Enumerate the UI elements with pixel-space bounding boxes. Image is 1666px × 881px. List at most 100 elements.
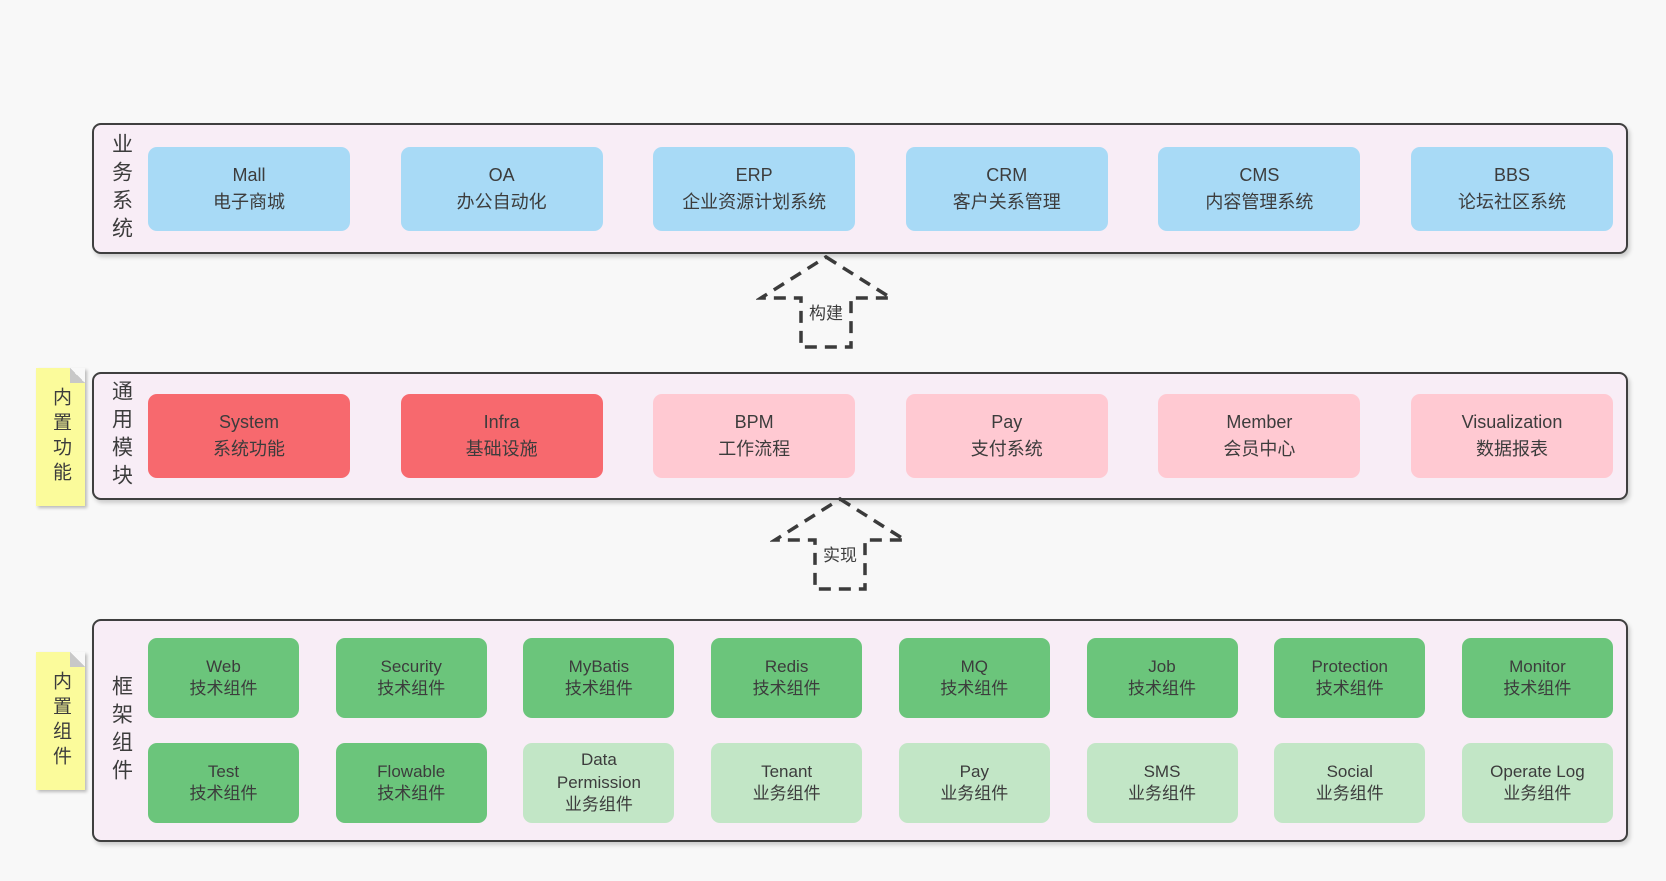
box-oa: OA 办公自动化 [400, 146, 603, 231]
box-subtitle: 企业资源计划系统 [682, 191, 827, 212]
arrow-implement: 实现 [770, 496, 910, 592]
box-title: Protection [1311, 656, 1388, 676]
arrow-build-label: 构建 [806, 298, 846, 325]
sticky-text: 内置组件 [50, 671, 71, 771]
box-mall: Mall 电子商城 [148, 146, 350, 231]
box-subtitle: 技术组件 [189, 679, 258, 698]
box-title: Social [1326, 761, 1373, 781]
box-redis: Redis 技术组件 [711, 638, 863, 718]
box-subtitle: 业务组件 [1503, 784, 1572, 803]
layer-label-business: 业务系统 [94, 125, 148, 252]
layer-label-text: 业务系统 [109, 132, 133, 245]
box-subtitle: 基础设施 [465, 439, 538, 459]
box-subtitle: 技术组件 [1128, 679, 1197, 698]
box-subtitle: 电子商城 [213, 191, 285, 212]
box-title: MQ [960, 656, 988, 676]
box-flowable: Flowable 技术组件 [335, 743, 487, 823]
box-title: Redis [764, 656, 809, 676]
box-subtitle: 支付系统 [970, 439, 1043, 459]
sticky-built-in-components: 内置组件 [36, 652, 85, 790]
box-subtitle: 技术组件 [1315, 679, 1384, 698]
box-subtitle: 技术组件 [752, 679, 821, 698]
box-title: BPM [734, 412, 774, 432]
box-title: SMS [1143, 761, 1181, 781]
box-title: Pay [959, 761, 989, 781]
layer-label-text: 通用模块 [109, 380, 133, 492]
box-bpm: BPM 工作流程 [653, 394, 856, 478]
box-subtitle: 业务组件 [564, 795, 633, 815]
box-job: Job 技术组件 [1086, 638, 1238, 718]
box-visualization: Visualization 数据报表 [1410, 394, 1613, 478]
dashed-up-arrow-icon [770, 496, 910, 591]
box-security: Security 技术组件 [335, 638, 487, 718]
box-subtitle: 业务组件 [940, 784, 1009, 803]
box-subtitle: 会员中心 [1223, 439, 1296, 459]
box-title: System [218, 412, 279, 432]
folded-corner-icon [70, 368, 85, 383]
sticky-text: 内置功能 [50, 387, 71, 487]
layer-label-modules: 通用模块 [94, 374, 148, 498]
box-tenant: Tenant 业务组件 [711, 743, 863, 823]
arrow-build: 构建 [756, 254, 896, 350]
box-title: OA [488, 164, 515, 185]
box-subtitle: 技术组件 [377, 679, 446, 698]
box-title: CRM [986, 164, 1028, 185]
box-title: Security [380, 656, 442, 676]
sticky-built-in-features: 内置功能 [36, 368, 85, 506]
box-title: Operate Log [1490, 761, 1585, 781]
box-title: Visualization [1461, 412, 1563, 432]
box-subtitle: 系统功能 [213, 439, 285, 459]
arrow-implement-label: 实现 [820, 540, 860, 567]
box-operate-log: Operate Log 业务组件 [1461, 743, 1613, 823]
box-protection: Protection 技术组件 [1274, 638, 1426, 718]
box-title: Mall [232, 164, 266, 185]
box-pay: Pay 支付系统 [905, 394, 1108, 478]
box-subtitle: 办公自动化 [456, 191, 547, 212]
box-sms: SMS 业务组件 [1086, 743, 1238, 823]
box-social: Social 业务组件 [1274, 743, 1426, 823]
box-title: MyBatis [568, 656, 630, 676]
box-subtitle: 技术组件 [1503, 679, 1572, 698]
box-subtitle: 内容管理系统 [1205, 191, 1314, 212]
folded-corner-icon [70, 652, 85, 667]
box-title: Infra [483, 412, 520, 432]
box-title: Monitor [1509, 656, 1566, 676]
box-title: Tenant [761, 761, 813, 781]
layer-common-modules: 通用模块 System 系统功能 Infra 基础设施 BPM 工作流程 Pay 支付系统 Me… [92, 372, 1628, 500]
box-cms: CMS 内容管理系统 [1158, 146, 1361, 231]
box-title: Job [1148, 656, 1176, 676]
box-subtitle: 技术组件 [189, 784, 258, 803]
box-subtitle: 业务组件 [1315, 784, 1384, 803]
box-subtitle: 数据报表 [1475, 439, 1548, 459]
box-title: Flowable [377, 761, 446, 781]
box-erp: ERP 企业资源计划系统 [653, 146, 856, 231]
box-mybatis: MyBatis 技术组件 [523, 638, 675, 718]
box-title: ERP [735, 164, 773, 185]
box-subtitle: 技术组件 [377, 784, 446, 803]
box-infra: Infra 基础设施 [400, 394, 603, 478]
box-subtitle: 业务组件 [752, 784, 821, 803]
box-title: BBS [1493, 164, 1530, 185]
box-pay: Pay 业务组件 [898, 743, 1050, 823]
box-title: Pay [991, 412, 1023, 432]
box-subtitle: 工作流程 [718, 439, 791, 459]
box-subtitle: 技术组件 [564, 679, 633, 698]
dashed-up-arrow-icon [756, 254, 896, 349]
box-subtitle: 业务组件 [1128, 784, 1197, 803]
box-title: CMS [1239, 164, 1280, 185]
